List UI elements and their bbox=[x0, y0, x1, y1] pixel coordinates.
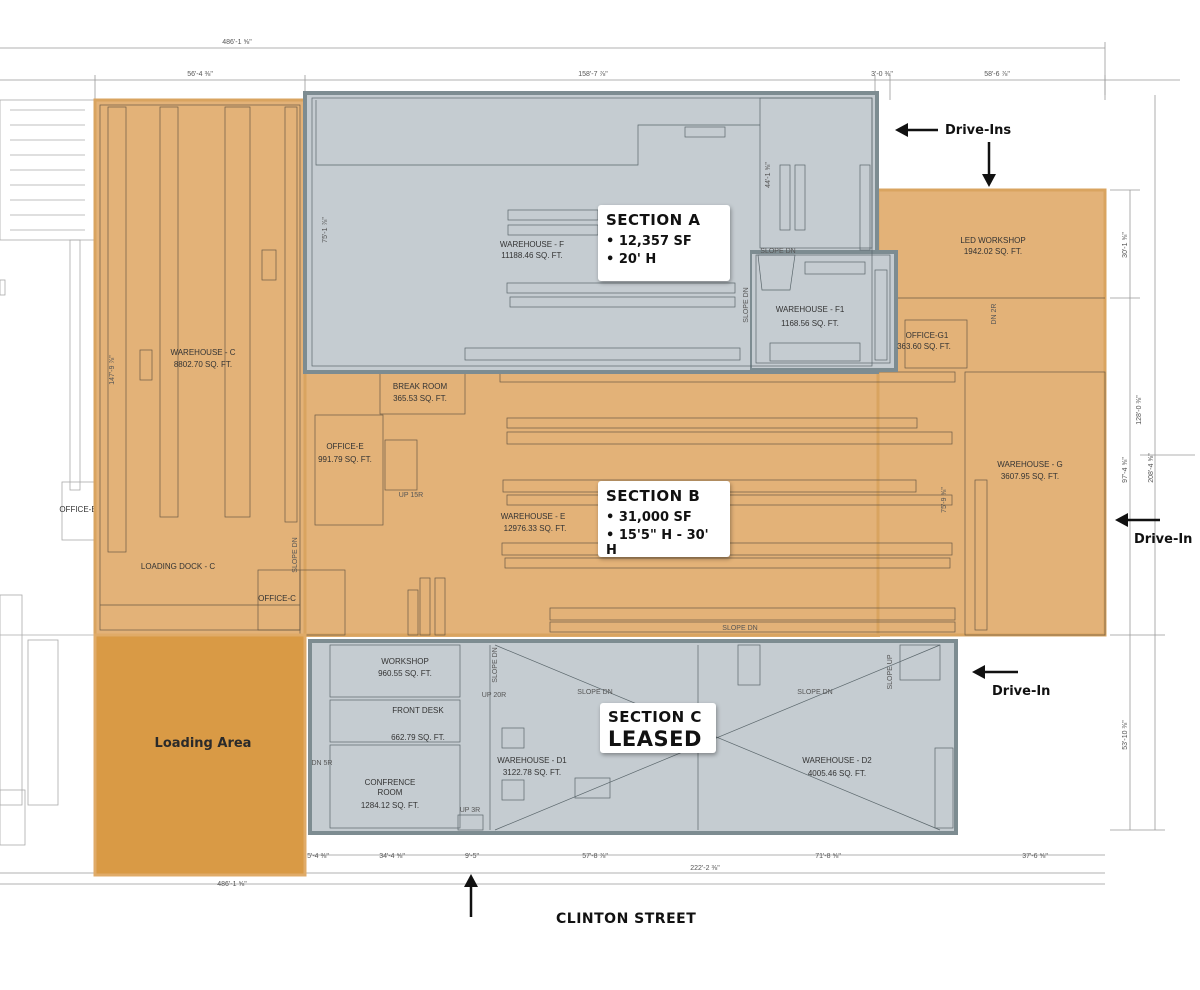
note-slope-dn-4: SLOPE DN bbox=[722, 625, 757, 632]
room-label-warehouse-e: WAREHOUSE - E bbox=[501, 512, 566, 521]
section-a-area bbox=[303, 91, 898, 374]
section-b-height: • 15'5" H - 30' H bbox=[606, 528, 709, 558]
room-area-warehouse-g: 3607.95 SQ. FT. bbox=[1001, 472, 1059, 481]
room-label-front-desk: FRONT DESK bbox=[392, 706, 444, 715]
note-up-3r: UP 3R bbox=[460, 807, 481, 814]
dim-bottom-7: 37'-6 ⅝" bbox=[1022, 853, 1048, 860]
section-b-title: SECTION B bbox=[606, 487, 701, 505]
note-slope-up: SLOPE UP bbox=[887, 654, 894, 689]
dim-bottom-overall: 486'-1 ⅝" bbox=[217, 881, 247, 888]
note-up-15r: UP 15R bbox=[399, 492, 423, 499]
room-area-office-e: 991.79 SQ. FT. bbox=[318, 455, 372, 464]
room-label-break-room: BREAK ROOM bbox=[393, 382, 448, 391]
room-label-warehouse-f: WAREHOUSE - F bbox=[500, 240, 564, 249]
note-dn-2r: DN 2R bbox=[991, 303, 998, 324]
section-c-status: LEASED bbox=[608, 727, 702, 751]
dim-bottom-6: 71'-8 ⅝" bbox=[815, 853, 841, 860]
room-area-warehouse-c: 8802.70 SQ. FT. bbox=[174, 360, 232, 369]
dim-top-4: 58'-6 ⅞" bbox=[984, 71, 1010, 78]
section-b-area-sf: • 31,000 SF bbox=[606, 510, 692, 525]
note-slope-dn-6: SLOPE DN bbox=[577, 689, 612, 696]
arrow-drive-ins-left-icon bbox=[895, 123, 938, 137]
room-area-office-g1: 363.60 SQ. FT. bbox=[897, 342, 951, 351]
dim-top-overall: 486'-1 ⅝" bbox=[222, 39, 252, 46]
room-label-office-c: OFFICE-C bbox=[258, 594, 296, 603]
dim-right-5: 53'-10 ⅜" bbox=[1122, 720, 1129, 750]
room-area-led-workshop: 1942.02 SQ. FT. bbox=[964, 247, 1022, 256]
room-label-warehouse-d2: WAREHOUSE - D2 bbox=[802, 756, 872, 765]
loading-area bbox=[93, 633, 307, 877]
room-label-conference-2: ROOM bbox=[378, 788, 403, 797]
room-label-office-e: OFFICE-E bbox=[326, 442, 363, 451]
room-label-office-b: OFFICE-B bbox=[59, 505, 96, 514]
drive-ins-label: Drive-Ins bbox=[945, 123, 1012, 138]
dim-top-1: 56'-4 ⅜" bbox=[187, 71, 213, 78]
room-label-workshop: WORKSHOP bbox=[381, 657, 429, 666]
dim-right-1: 30'-1 ⅝" bbox=[1122, 232, 1129, 258]
room-area-break-room: 365.53 SQ. FT. bbox=[393, 394, 447, 403]
dim-inner-4: 75'-9 ⅝" bbox=[941, 487, 948, 513]
room-label-conference: CONFRENCE bbox=[365, 778, 416, 787]
dim-right-2: 128'-0 ⅜" bbox=[1136, 395, 1143, 425]
room-area-conference: 1284.12 SQ. FT. bbox=[361, 801, 419, 810]
section-b-area bbox=[93, 98, 1107, 637]
dim-bottom-1: 5'-4 ⅜" bbox=[307, 853, 329, 860]
note-up-20r: UP 20R bbox=[482, 692, 506, 699]
dim-bottom-5: 222'-2 ⅜" bbox=[690, 865, 720, 872]
section-b-linework bbox=[99, 104, 1106, 666]
dim-bottom-3: 9'-5" bbox=[465, 853, 479, 860]
dim-bottom-2: 34'-4 ⅝" bbox=[379, 853, 405, 860]
note-slope-dn-1: SLOPE DN bbox=[760, 248, 795, 255]
section-c-title: SECTION C bbox=[608, 708, 702, 726]
room-label-loading-dock-c: LOADING DOCK - C bbox=[141, 562, 215, 571]
room-area-warehouse-f1: 1168.56 SQ. FT. bbox=[781, 319, 839, 328]
note-slope-dn-2: SLOPE DN bbox=[743, 287, 750, 322]
street-label: CLINTON STREET bbox=[556, 911, 697, 927]
room-label-warehouse-c: WAREHOUSE - C bbox=[170, 348, 235, 357]
drive-in-c-label: Drive-In bbox=[992, 684, 1051, 699]
note-slope-dn-5: SLOPE DN bbox=[492, 647, 499, 682]
dim-inner-1: 75'-1 ⅞" bbox=[322, 217, 329, 243]
dimension-lines bbox=[0, 42, 1195, 885]
room-area-warehouse-f: 11188.46 SQ. FT. bbox=[501, 251, 563, 260]
section-c-linework bbox=[329, 644, 954, 831]
section-b-callout: SECTION B • 31,000 SF • 15'5" H - 30' H bbox=[598, 481, 730, 558]
room-area-workshop: 960.55 SQ. FT. bbox=[378, 669, 432, 678]
section-a-title: SECTION A bbox=[606, 211, 701, 229]
section-c-callout: SECTION C LEASED bbox=[600, 703, 716, 753]
room-area-warehouse-d1: 3122.78 SQ. FT. bbox=[503, 768, 561, 777]
section-a-linework bbox=[311, 97, 891, 367]
room-area-warehouse-e: 12976.33 SQ. FT. bbox=[504, 524, 567, 533]
dim-right-4: 208'-4 ⅝" bbox=[1148, 453, 1155, 483]
section-a-height: • 20' H bbox=[606, 252, 657, 267]
drive-in-right-label: Drive-In bbox=[1134, 532, 1193, 547]
section-a-area-sf: • 12,357 SF bbox=[606, 234, 692, 249]
room-area-front-desk: 662.79 SQ. FT. bbox=[391, 733, 445, 742]
arrow-drive-ins-down-icon bbox=[982, 142, 996, 187]
dim-bottom-4: 57'-8 ⅞" bbox=[582, 853, 608, 860]
room-label-warehouse-g: WAREHOUSE - G bbox=[997, 460, 1062, 469]
section-a-callout: SECTION A • 12,357 SF • 20' H bbox=[598, 205, 730, 281]
room-label-office-g1: OFFICE-G1 bbox=[906, 331, 949, 340]
dim-top-2: 158'-7 ⅞" bbox=[578, 71, 608, 78]
dim-inner-3: 147'-9 ⅞" bbox=[109, 355, 116, 385]
room-label-led-workshop: LED WORKSHOP bbox=[960, 236, 1025, 245]
room-label-warehouse-d1: WAREHOUSE - D1 bbox=[497, 756, 567, 765]
room-label-warehouse-f1: WAREHOUSE - F1 bbox=[776, 305, 845, 314]
room-area-warehouse-d2: 4005.46 SQ. FT. bbox=[808, 769, 866, 778]
dim-top-3: 3'-0 ⅜" bbox=[871, 71, 893, 78]
neighbor-building bbox=[0, 99, 96, 846]
arrow-drive-in-right-icon bbox=[1115, 513, 1160, 527]
note-slope-dn-3: SLOPE DN bbox=[292, 537, 299, 572]
loading-area-label: Loading Area bbox=[155, 736, 252, 751]
note-slope-dn-7: SLOPE DN bbox=[797, 689, 832, 696]
dim-inner-2: 44'-1 ⅝" bbox=[765, 162, 772, 188]
dim-right-3: 97'-4 ⅝" bbox=[1122, 457, 1129, 483]
note-dn-5r: DN 5R bbox=[311, 760, 332, 767]
arrow-drive-in-c-icon bbox=[972, 665, 1018, 679]
arrow-street-up-icon bbox=[464, 874, 478, 917]
